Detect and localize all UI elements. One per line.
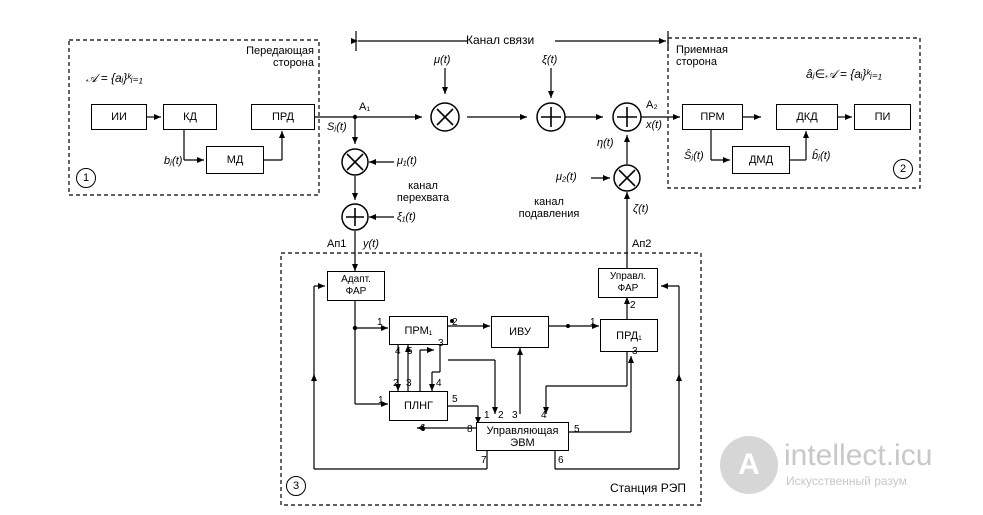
- block-md: МД: [206, 146, 264, 174]
- block-plng: ПЛНГ: [389, 391, 448, 421]
- label-a1: A₁: [359, 101, 371, 113]
- pin-evm-5: 5: [574, 424, 580, 435]
- receiver-title: Приемная сторона: [676, 44, 728, 68]
- station-region: [280, 252, 702, 506]
- suppress-channel-note: канал подавления: [518, 196, 580, 220]
- block-uprav-far: Управл. ФАР: [598, 268, 658, 298]
- label-ap2: Aп2: [632, 238, 652, 250]
- watermark: A intellect.icu Искусственный разум: [720, 428, 975, 508]
- block-prd1: ПРД₁: [600, 319, 658, 352]
- pin-plng-5: 5: [452, 394, 458, 405]
- pin-plng-4: 4: [436, 378, 442, 389]
- block-dmd: ДМД: [732, 146, 790, 174]
- pin-prd1-2: 2: [630, 300, 636, 311]
- block-ivu: ИВУ: [491, 316, 549, 348]
- label-a2: A₂: [646, 99, 658, 111]
- label-xi1: ξ₁(t): [397, 211, 416, 223]
- label-mu1: μ₁(t): [397, 155, 417, 167]
- label-b: bⱼ(t): [164, 155, 183, 167]
- estimate-alphabet: âⱼ∈𝒜 = {aᵢ}ᵏᵢ₌₁: [806, 67, 882, 81]
- label-s-hat: Ŝⱼ(t): [684, 150, 704, 162]
- pin-evm-8: 8: [467, 424, 473, 435]
- label-mu: μ(t): [434, 54, 451, 66]
- label-y: y(t): [363, 238, 379, 250]
- pin-plng-6: 6: [420, 423, 426, 434]
- label-xi: ξ(t): [542, 54, 558, 66]
- transmitter-title: Передающая сторона: [246, 45, 314, 69]
- block-evm: Управляющая ЭВМ: [476, 422, 569, 451]
- pin-prm1-4: 4: [395, 346, 401, 357]
- block-prm: ПРМ: [682, 104, 743, 130]
- watermark-tagline: Искусственный разум: [786, 474, 907, 488]
- pin-evm-4: 4: [541, 410, 547, 421]
- pin-evm-3: 3: [512, 410, 518, 421]
- source-alphabet: 𝒜 = {aᵢ}ᵏᵢ₌₁: [86, 71, 143, 85]
- pin-evm-2: 2: [498, 410, 504, 421]
- pin-evm-7: 7: [481, 455, 487, 466]
- block-prd: ПРД: [251, 104, 315, 130]
- intercept-channel-note: канал перехвата: [396, 180, 450, 204]
- section-number-3: 3: [286, 476, 306, 496]
- watermark-logo-icon: A: [720, 436, 778, 494]
- section-number-1: 1: [76, 168, 96, 188]
- pin-prm1-3: 3: [438, 338, 444, 349]
- pin-plng-2: 2: [393, 378, 399, 389]
- label-mu2: μ₂(t): [556, 171, 577, 183]
- block-kd: КД: [163, 104, 217, 130]
- station-title: Станция РЭП: [610, 481, 686, 495]
- pin-prm1-1: 1: [377, 317, 383, 328]
- block-pi: ПИ: [854, 104, 911, 130]
- label-eta: η(t): [597, 137, 614, 149]
- channel-title: Канал связи: [466, 33, 535, 47]
- pin-evm-6: 6: [558, 455, 564, 466]
- block-adapt-far: Адапт. ФАР: [327, 271, 385, 301]
- pin-plng-3: 3: [406, 378, 412, 389]
- pin-prm1-2: 2: [452, 317, 458, 328]
- block-dkd: ДКД: [776, 104, 838, 130]
- section-number-2: 2: [893, 159, 913, 179]
- pin-plng-1: 1: [378, 395, 384, 406]
- pin-prd1-1: 1: [590, 317, 596, 328]
- label-x: x(t): [646, 119, 662, 131]
- label-s: Sⱼ(t): [327, 121, 347, 133]
- label-zeta: ζ(t): [633, 203, 649, 215]
- block-ii: ИИ: [91, 104, 147, 130]
- block-prm1: ПРМ₁: [389, 316, 448, 345]
- label-ap1: Aп1: [327, 238, 347, 250]
- watermark-name: intellect.icu: [784, 439, 933, 472]
- pin-evm-1: 1: [484, 410, 490, 421]
- pin-prd1-3: 3: [632, 346, 638, 357]
- pin-prm1-5: 5: [407, 346, 413, 357]
- label-b-hat: b̂ⱼ(t): [812, 150, 831, 162]
- receiver-region: [667, 37, 921, 189]
